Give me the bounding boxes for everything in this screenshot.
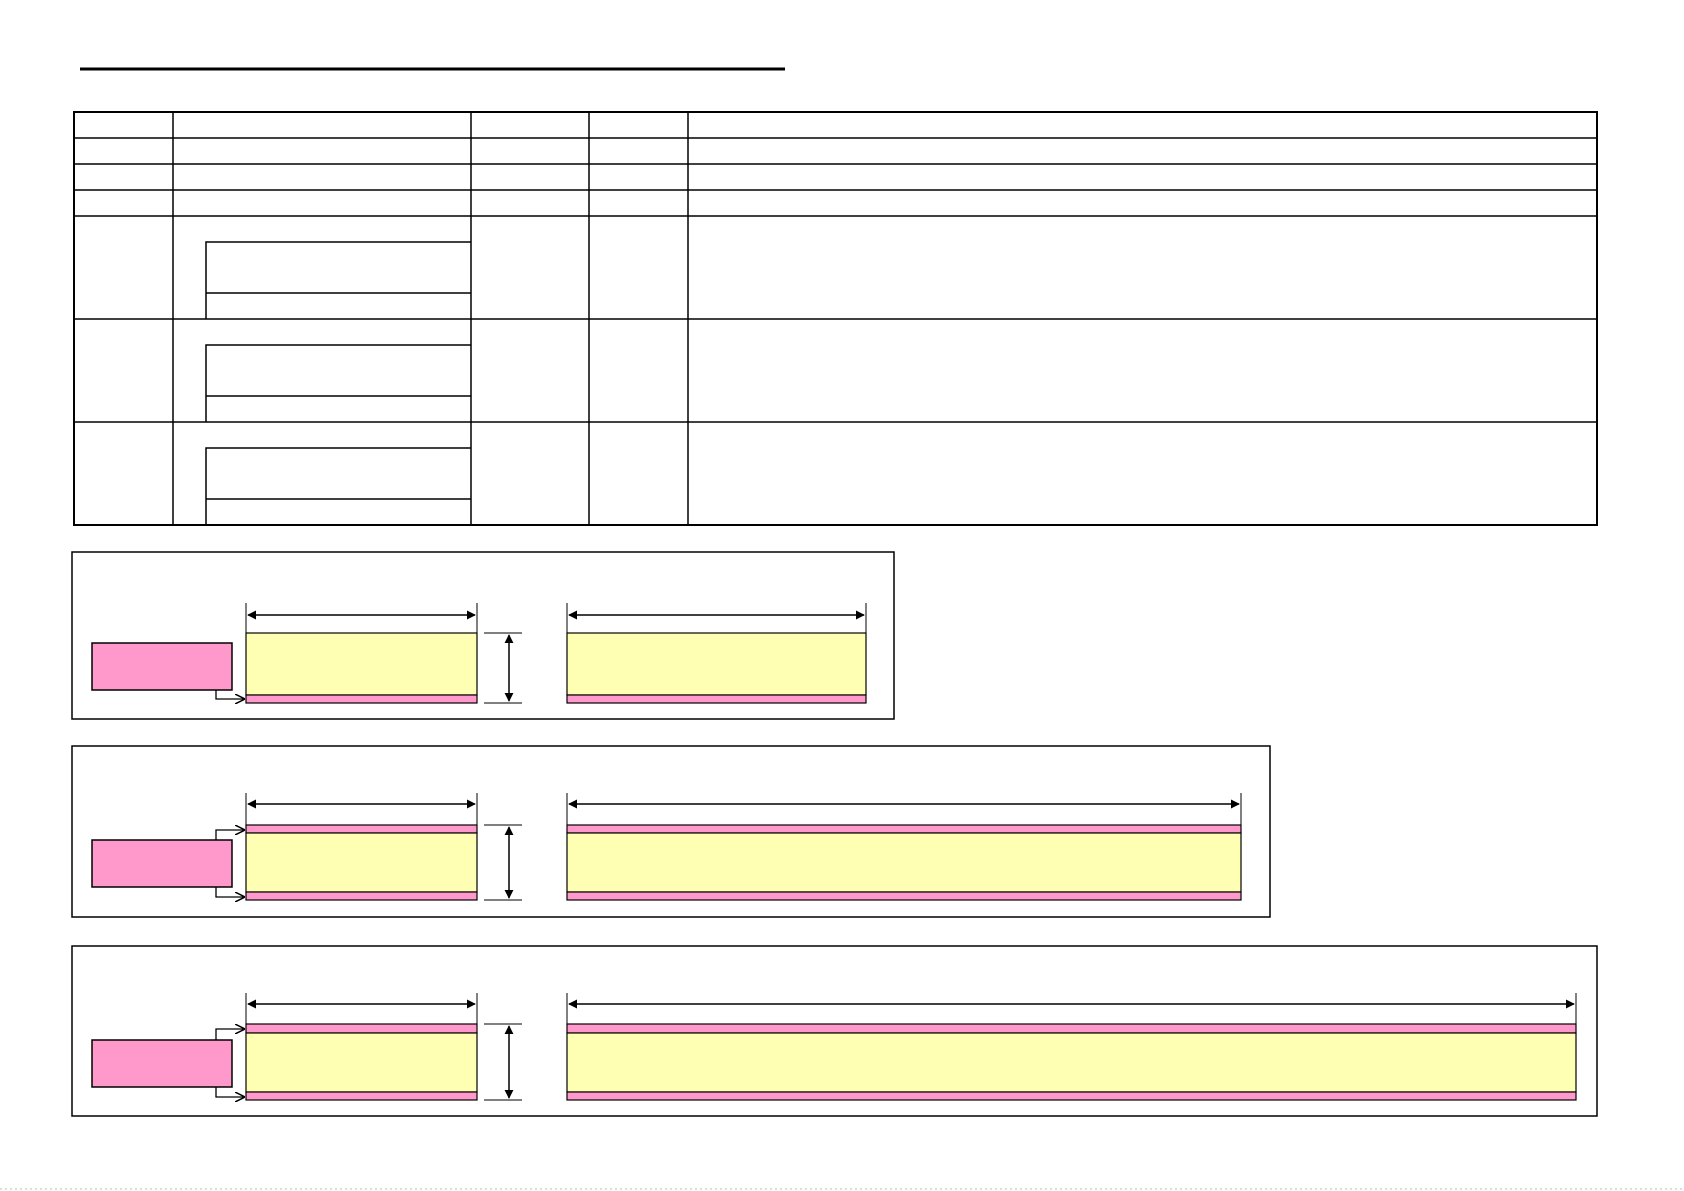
core-layer	[566, 832, 1242, 893]
core-layer	[245, 1032, 478, 1093]
pink-layer	[566, 1023, 1577, 1034]
pink-layer	[566, 1091, 1577, 1101]
diagram-frame	[71, 745, 1271, 918]
pink-layer	[566, 824, 1242, 834]
pink-layer	[245, 824, 478, 834]
layer-label-block	[91, 1039, 233, 1088]
core-layer	[566, 632, 867, 696]
core-layer	[566, 1032, 1577, 1093]
layer-pointer	[215, 887, 244, 897]
diagram-1	[71, 551, 895, 720]
core-layer	[245, 832, 478, 893]
diagram-3	[71, 945, 1598, 1117]
diagram-frame	[71, 945, 1598, 1117]
sub-row-box	[205, 447, 471, 525]
pink-layer	[245, 694, 478, 704]
pink-layer	[245, 1023, 478, 1034]
diagram-2	[71, 745, 1271, 918]
diagram-frame	[71, 551, 895, 720]
sub-row-box	[205, 344, 471, 422]
layer-pointer	[215, 830, 244, 840]
pink-layer	[566, 694, 867, 704]
layer-pointer	[215, 1029, 244, 1040]
layer-label-block	[91, 642, 233, 691]
core-layer	[245, 632, 478, 696]
pink-layer	[245, 1091, 478, 1101]
layer-label-block	[91, 839, 233, 888]
pink-layer	[245, 891, 478, 901]
layer-pointer	[215, 690, 244, 699]
spec-table	[73, 111, 1598, 526]
layer-pointer	[215, 1087, 244, 1097]
pink-layer	[566, 891, 1242, 901]
sub-row-box	[205, 241, 471, 319]
